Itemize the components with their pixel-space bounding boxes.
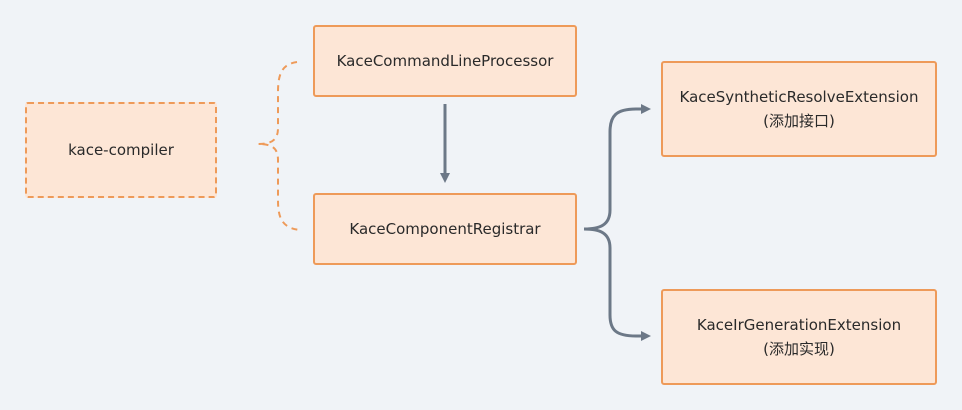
kace-compiler-label: kace-compiler [68,141,174,159]
ir-generation-extension-node[interactable]: KaceIrGenerationExtension (添加实现) [661,289,937,385]
ir-generation-extension-label: KaceIrGenerationExtension [696,316,902,334]
component-registrar-node[interactable]: KaceComponentRegistrar [313,193,577,265]
synthetic-resolve-extension-node[interactable]: KaceSyntheticResolveExtension (添加接口) [661,61,937,157]
registrar-brace-lower [583,227,651,341]
command-line-processor-label: KaceCommandLineProcessor [336,52,554,70]
kace-compiler-node[interactable]: kace-compiler [25,102,217,198]
ir-generation-extension-note: (添加实现) [763,340,835,358]
synthetic-resolve-extension-label: KaceSyntheticResolveExtension [679,88,919,106]
compiler-brace [257,61,301,231]
registrar-brace [583,104,651,231]
component-registrar-label: KaceComponentRegistrar [349,220,541,238]
synthetic-resolve-extension-note: (添加接口) [763,112,835,130]
command-line-processor-node[interactable]: KaceCommandLineProcessor [313,25,577,97]
